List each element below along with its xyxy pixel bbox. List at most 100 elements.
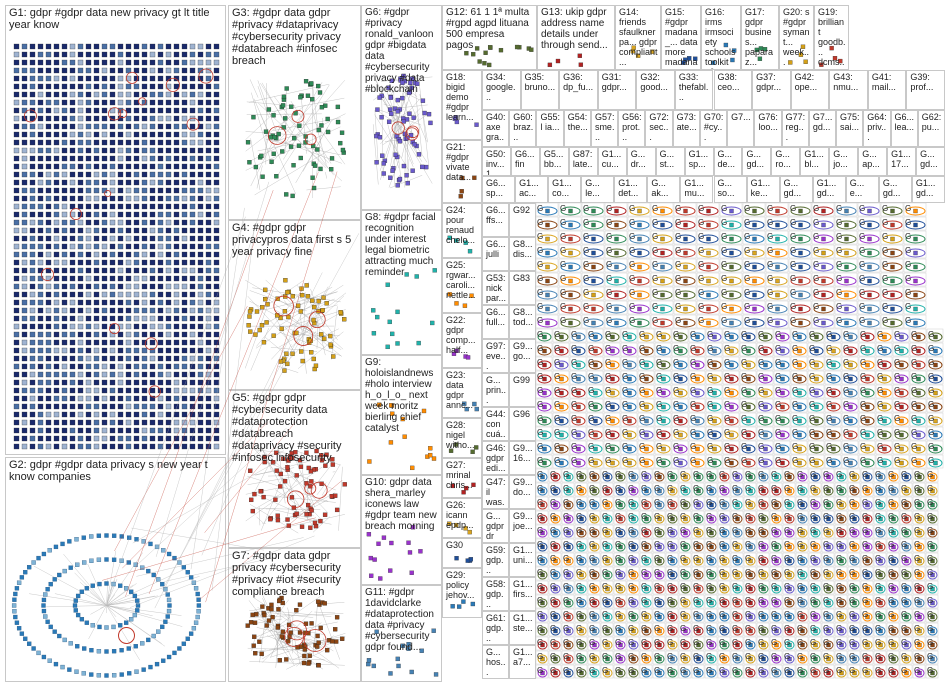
group-label: G9... do... [513,477,533,497]
group-label: G77: reg... [786,112,806,142]
group-tile: G... prin... harr... [482,373,509,407]
group-label: G1... bl... [804,149,826,169]
group-label: G1: gdpr #gdpr data new privacy gt lt ti… [9,7,223,31]
group-label: G62: pu... [922,112,942,132]
group-label: G19: brilliant goodb... dcms... [818,7,846,70]
group-label: G7... gd... [813,112,833,132]
group-label: G... gd... [746,149,768,169]
group-label: G29: policy jehov... [446,570,479,600]
group-label: G... de... [718,149,740,169]
group-label: G... so... [718,178,744,198]
group-label: G3: #gdpr data gdpr #privacy #dataprivac… [232,7,358,67]
group-label: G64: priv... [867,112,887,142]
group-label: G99 [513,375,533,385]
group-label: G37: gdpr... [756,72,788,92]
group-label: G1... 17... [891,149,913,169]
group-label: G47: il was... [486,477,506,509]
group-label: G21: #gdpr vivate data... [446,142,479,182]
group-label: G1... ke... [751,178,777,198]
group-label: G20: s #gdpr symant... week... [783,7,811,67]
group-label: G32: good... [640,72,672,92]
group-label: G9... joe... [513,511,533,531]
group-label: G14: friends sfaulknerpa... gdpr complia… [619,7,658,67]
group-label: G39: prof... [910,72,942,92]
group-label: G38: ceo... [718,72,750,92]
group-label: G1... uni... [513,545,533,565]
group-label: G72: sec... [649,112,669,142]
group-tile: G40: axe gra... [482,110,509,147]
group-label: G59: gdp... [486,545,506,575]
group-label: G6... julli [486,239,506,259]
group-label: G... gd... [883,178,909,198]
group-label: G... dr... [631,149,653,169]
group-tile: G60: braz... [509,110,536,147]
group-label: G6... lea... [895,112,915,132]
group-tile: G56: prot... [618,110,645,147]
group-label: G73: ate... [677,112,697,132]
group-label: G23: data gdpr annc... [446,370,479,410]
group-label: G... ro... [775,149,797,169]
group-tile: G72: sec... [645,110,672,147]
group-label: G2: gdpr #gdpr data privacy s new year t… [9,459,223,483]
group-label: G9... 16... [513,443,533,463]
group-label: G22: gdpr comp... half... [446,315,479,355]
group-tile: G... hos... [482,645,509,679]
group-g19: G19: brilliant goodb... dcms... [814,5,849,70]
group-tile: G58: gdp... [482,577,509,611]
group-label: G92 [513,205,533,215]
group-label: G... gdpr dr il... [486,511,506,543]
group-label: G28: nigel witho... [446,420,479,450]
group-label: G... e... [850,178,876,198]
group-label: G1... sp... [689,149,711,169]
group-tile: G59: gdp... [482,543,509,577]
group-label: G70: #cy... [704,112,724,142]
group-label: G10: gdpr data shera_marley iconews law … [365,477,439,532]
group-label: G1... co... [552,178,578,198]
group-label: G87: late... [573,149,595,176]
group-label: G1... ste... [513,613,533,633]
group-label: G8: #gdpr facial recognition under inter… [365,212,439,278]
group-label: G46: gdpr edi... [486,443,506,473]
group-tile: G87: late... [569,147,598,176]
group-label: G8... tod... [513,307,533,327]
group-label: G6... ffs... [486,205,506,225]
group-label: G35: bruno... [525,72,557,92]
group-g15: G15: #gdpr madana_... data more madana..… [661,5,701,70]
group-label: G41: mail... [872,72,904,92]
group-label: G50: inv... 1... [486,149,508,176]
group-label: G1... cu... [602,149,624,169]
group-tile: G70: #cy... [700,110,727,147]
group-label: G34: google... [486,72,518,102]
group-tile: G44: con cuá... [482,407,509,441]
group-label: G1... gd... [916,178,942,198]
group-label: G... st... [660,149,682,169]
group-label: G7... [731,112,751,122]
group-label: G... gd... [920,149,942,169]
group-label: G... jo... [833,149,855,169]
group-label: G1... firs... [513,579,533,599]
group-label: G15: #gdpr madana_... data more madana..… [665,7,698,70]
group-label: G1... gd... [817,178,843,198]
group-label: G12: 61 1 1ª multa #rgpd agpd lituana 50… [446,7,534,51]
group-label: G6... full... [486,307,506,327]
group-g20: G20: s #gdpr symant... week... [779,5,814,70]
group-label: G58: gdp... [486,579,506,609]
group-tile: G97: eve... bus... [482,339,509,373]
group-label: G96 [513,409,533,419]
group-label: G6: #gdpr #privacy ronald_vanloon gdpr #… [365,7,439,95]
group-label: G27: mrinal chris... [446,460,479,490]
group-label: G... prin... harr... [486,375,506,407]
group-label: G40: axe gra... [486,112,506,147]
group-label: G... hos... [486,647,506,677]
group-label: G6... sp... [486,178,512,198]
group-tile: G64: priv... [863,110,890,147]
group-label: G18: bigid demo #gdpr learn... [446,72,479,122]
group-tile: G57: sme... [591,110,618,147]
group-label: G17: gdpr busines... paparaz... [745,7,776,67]
group-label: G11: #gdpr 1davidclarke #dataprotection … [365,587,439,653]
group-label: G16: irms irmsociety schools toolkit v6.… [705,7,738,70]
group-label: G... ak... [651,178,677,198]
group-label: G55: l ia... [540,112,560,132]
group-label: G... le... [585,178,611,198]
